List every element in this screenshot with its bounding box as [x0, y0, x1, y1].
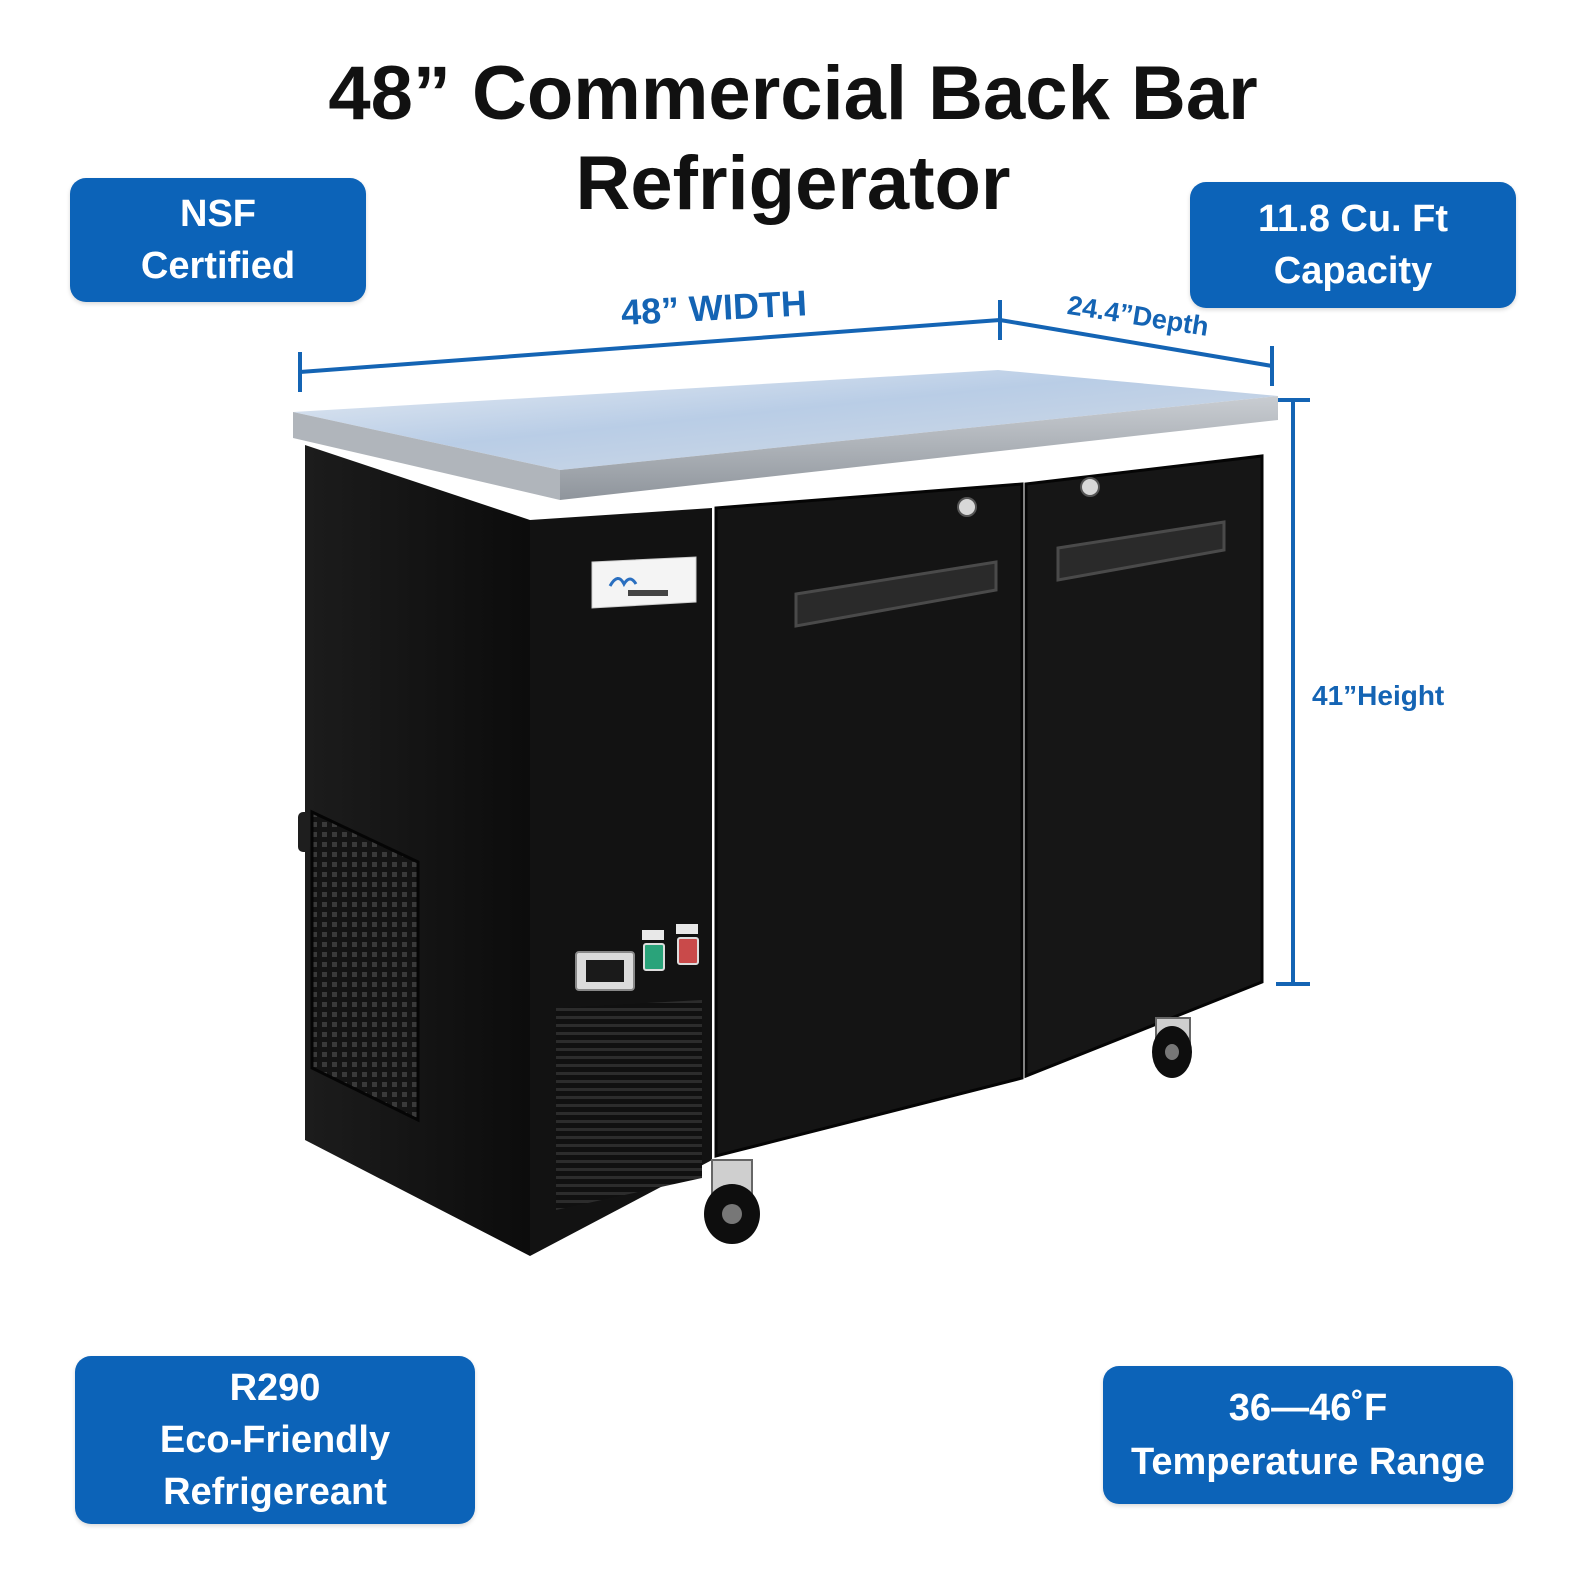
power-switch[interactable]: [677, 937, 699, 965]
thermostat-screen: [586, 960, 624, 982]
side-condenser-grille: [312, 812, 418, 1120]
page-title-line-1: 48” Commercial Back Bar: [328, 51, 1258, 136]
stainless-countertop: [293, 370, 1278, 470]
nsf-badge-line-2: Certified: [140, 245, 296, 287]
side-handle: [298, 812, 310, 852]
right-door[interactable]: [1024, 454, 1264, 1079]
right-door-lock: [1080, 477, 1100, 497]
refrigerant-badge-line-3: Refrigereant: [163, 1471, 387, 1513]
height-dimension-line: [1276, 398, 1310, 986]
front-vent-grille: [556, 1000, 702, 1210]
capacity-badge-line-2: Capacity: [1273, 250, 1433, 292]
brand-logo-icon: [608, 577, 638, 588]
capacity-badge: 11.8 Cu. Ft Capacity: [1190, 182, 1516, 308]
left-door[interactable]: [714, 482, 1024, 1158]
temperature-range-badge: 36—46˚F Temperature Range: [1103, 1366, 1513, 1504]
nsf-badge-line-1: NSF: [180, 193, 256, 235]
left-door-handle[interactable]: [794, 560, 998, 628]
temperature-badge-line-2: Temperature Range: [1130, 1441, 1486, 1483]
power-switch-label: [676, 924, 698, 934]
right-door-handle[interactable]: [1056, 520, 1226, 582]
light-switch-label: [642, 930, 664, 940]
countertop-front-edge: [560, 396, 1278, 500]
depth-dimension-line: [999, 318, 1274, 386]
page-title-line-2: Refrigerator: [575, 141, 1011, 226]
refrigerant-badge: R290 Eco-Friendly Refrigereant: [75, 1356, 475, 1524]
front-left-caster: [704, 1159, 760, 1244]
refrigerant-badge-line-1: R290: [229, 1367, 321, 1409]
side-grille-frame: [310, 809, 420, 1123]
front-right-caster: [1152, 1017, 1192, 1078]
nsf-certified-badge: NSF Certified: [70, 178, 366, 302]
height-dimension-label: 41”Height: [1312, 680, 1445, 711]
brand-logo-plate: [591, 556, 697, 609]
countertop-side-edge: [293, 412, 560, 500]
temperature-badge-line-1: 36—46˚F: [1228, 1387, 1388, 1429]
left-door-lock: [957, 497, 977, 517]
capacity-badge-line-1: 11.8 Cu. Ft: [1257, 198, 1449, 240]
light-switch[interactable]: [643, 943, 665, 971]
refrigerant-badge-line-2: Eco-Friendly: [159, 1419, 391, 1461]
logo-text-mark: [628, 590, 668, 596]
